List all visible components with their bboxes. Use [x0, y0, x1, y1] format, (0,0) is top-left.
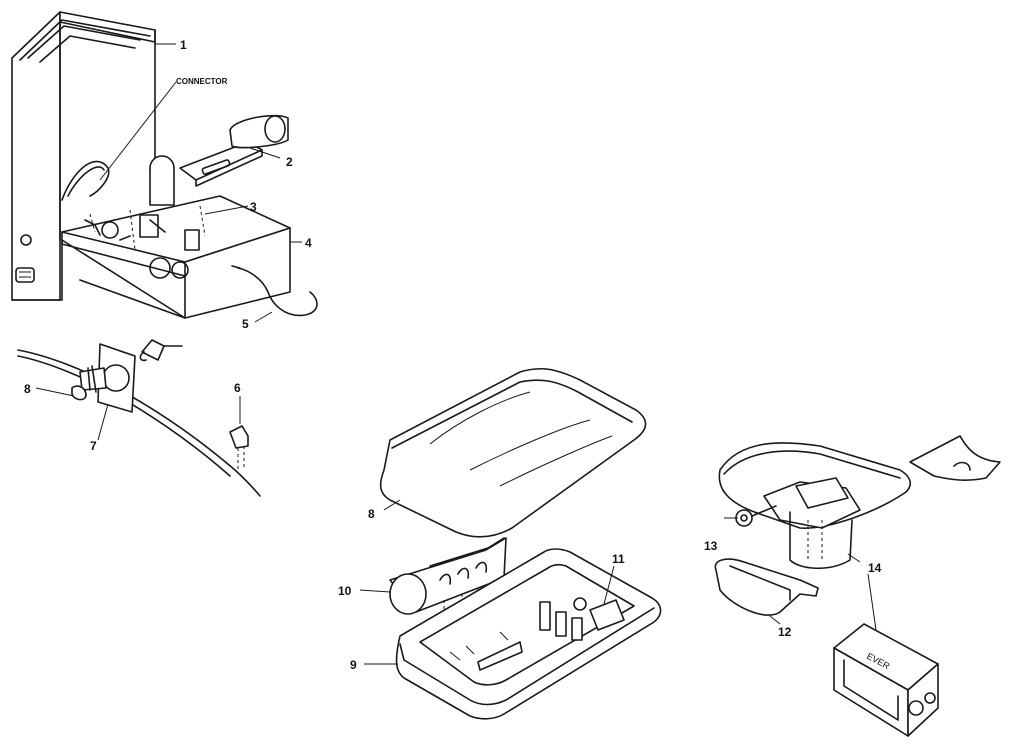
connector-wire — [61, 155, 175, 206]
label-part-1: 1 — [180, 38, 187, 52]
part-2-bracket — [179, 114, 289, 187]
label-part-13: 13 — [704, 539, 718, 553]
label-part-3: 3 — [250, 200, 257, 214]
circuit-tray — [61, 195, 291, 319]
visor-clip — [714, 435, 1001, 616]
battery-9v: EVER — [833, 623, 939, 737]
label-part-7: 7 — [90, 439, 97, 453]
label-part-2: 2 — [286, 155, 293, 169]
receiver-cabinet — [11, 11, 186, 319]
label-part-12: 12 — [778, 625, 792, 639]
label-part-11: 11 — [612, 552, 625, 566]
label-part-9: 9 — [350, 658, 357, 672]
label-part-4: 4 — [305, 236, 312, 250]
label-part-8: 8 — [24, 382, 31, 396]
transmitter-housing — [718, 442, 912, 570]
label-part-10: 10 — [338, 584, 352, 598]
push-button-assembly — [17, 339, 261, 497]
leader-lines-receiver — [155, 43, 302, 323]
transmitter-base — [395, 548, 662, 720]
transmitter-cover — [379, 367, 647, 538]
label-part-5: 5 — [242, 317, 249, 331]
label-part-6: 6 — [234, 381, 241, 395]
label-part-8b: 8 — [368, 507, 375, 521]
label-part-14: 14 — [868, 561, 882, 575]
part-5-wire — [231, 265, 318, 317]
label-connector: CONNECTOR — [176, 77, 228, 86]
